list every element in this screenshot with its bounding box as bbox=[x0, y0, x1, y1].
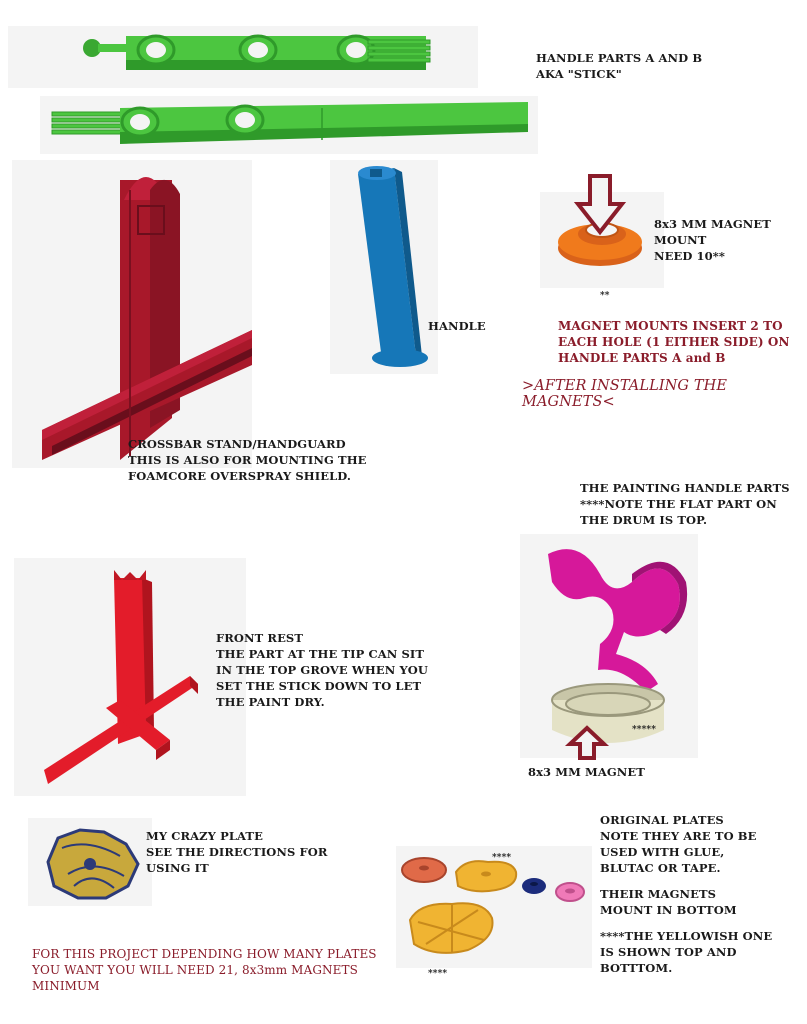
front-rest-label: FRONT REST THE PART AT THE TIP CAN SIT I… bbox=[216, 631, 429, 709]
original-plates bbox=[401, 857, 585, 954]
handle-parts-label: HANDLE PARTS A AND B AKA "STICK" bbox=[536, 51, 703, 81]
blue-handle bbox=[358, 166, 428, 367]
down-arrow-icon bbox=[573, 174, 627, 236]
drum-magnet-label: 8x3 MM MAGNET bbox=[528, 765, 645, 779]
magnet-mount-label: 8x3 MM MAGNET MOUNT NEED 10** bbox=[654, 217, 771, 263]
front-rest bbox=[44, 570, 198, 784]
plate-magnets-label: THEIR MAGNETS MOUNT IN BOTTOM bbox=[600, 887, 737, 917]
crossbar-stand bbox=[42, 177, 252, 460]
drum-marker: ***** bbox=[632, 725, 657, 735]
after-installing-note: >AFTER INSTALLING THE MAGNETS< bbox=[522, 378, 728, 410]
magnet-mount-marker: ** bbox=[600, 291, 610, 301]
up-arrow-icon bbox=[564, 725, 610, 760]
magnet-mounts-insert-note: MAGNET MOUNTS INSERT 2 TO EACH HOLE (1 E… bbox=[558, 319, 790, 365]
painting-handle bbox=[548, 549, 688, 760]
crazy-plate bbox=[46, 828, 140, 900]
magnet-mount bbox=[558, 174, 642, 266]
project-magnet-note: FOR THIS PROJECT DEPENDING HOW MANY PLAT… bbox=[32, 947, 377, 993]
plate-marker-bottom: **** bbox=[428, 969, 448, 979]
stick-part-b bbox=[51, 102, 528, 144]
stick-part-a bbox=[83, 34, 431, 70]
yellowish-note: ****THE YELLOWISH ONE IS SHOWN TOP AND B… bbox=[600, 929, 773, 975]
crazy-plate-label: MY CRAZY PLATE SEE THE DIRECTIONS FOR US… bbox=[146, 829, 328, 875]
painting-handle-parts-label: THE PAINTING HANDLE PARTS ****NOTE THE F… bbox=[580, 481, 790, 527]
handle-label: HANDLE bbox=[428, 319, 486, 333]
plate-marker-top: **** bbox=[492, 853, 512, 863]
original-plates-label: ORIGINAL PLATES NOTE THEY ARE TO BE USED… bbox=[600, 813, 757, 875]
crossbar-label: CROSSBAR STAND/HANDGUARD THIS IS ALSO FO… bbox=[128, 437, 367, 483]
